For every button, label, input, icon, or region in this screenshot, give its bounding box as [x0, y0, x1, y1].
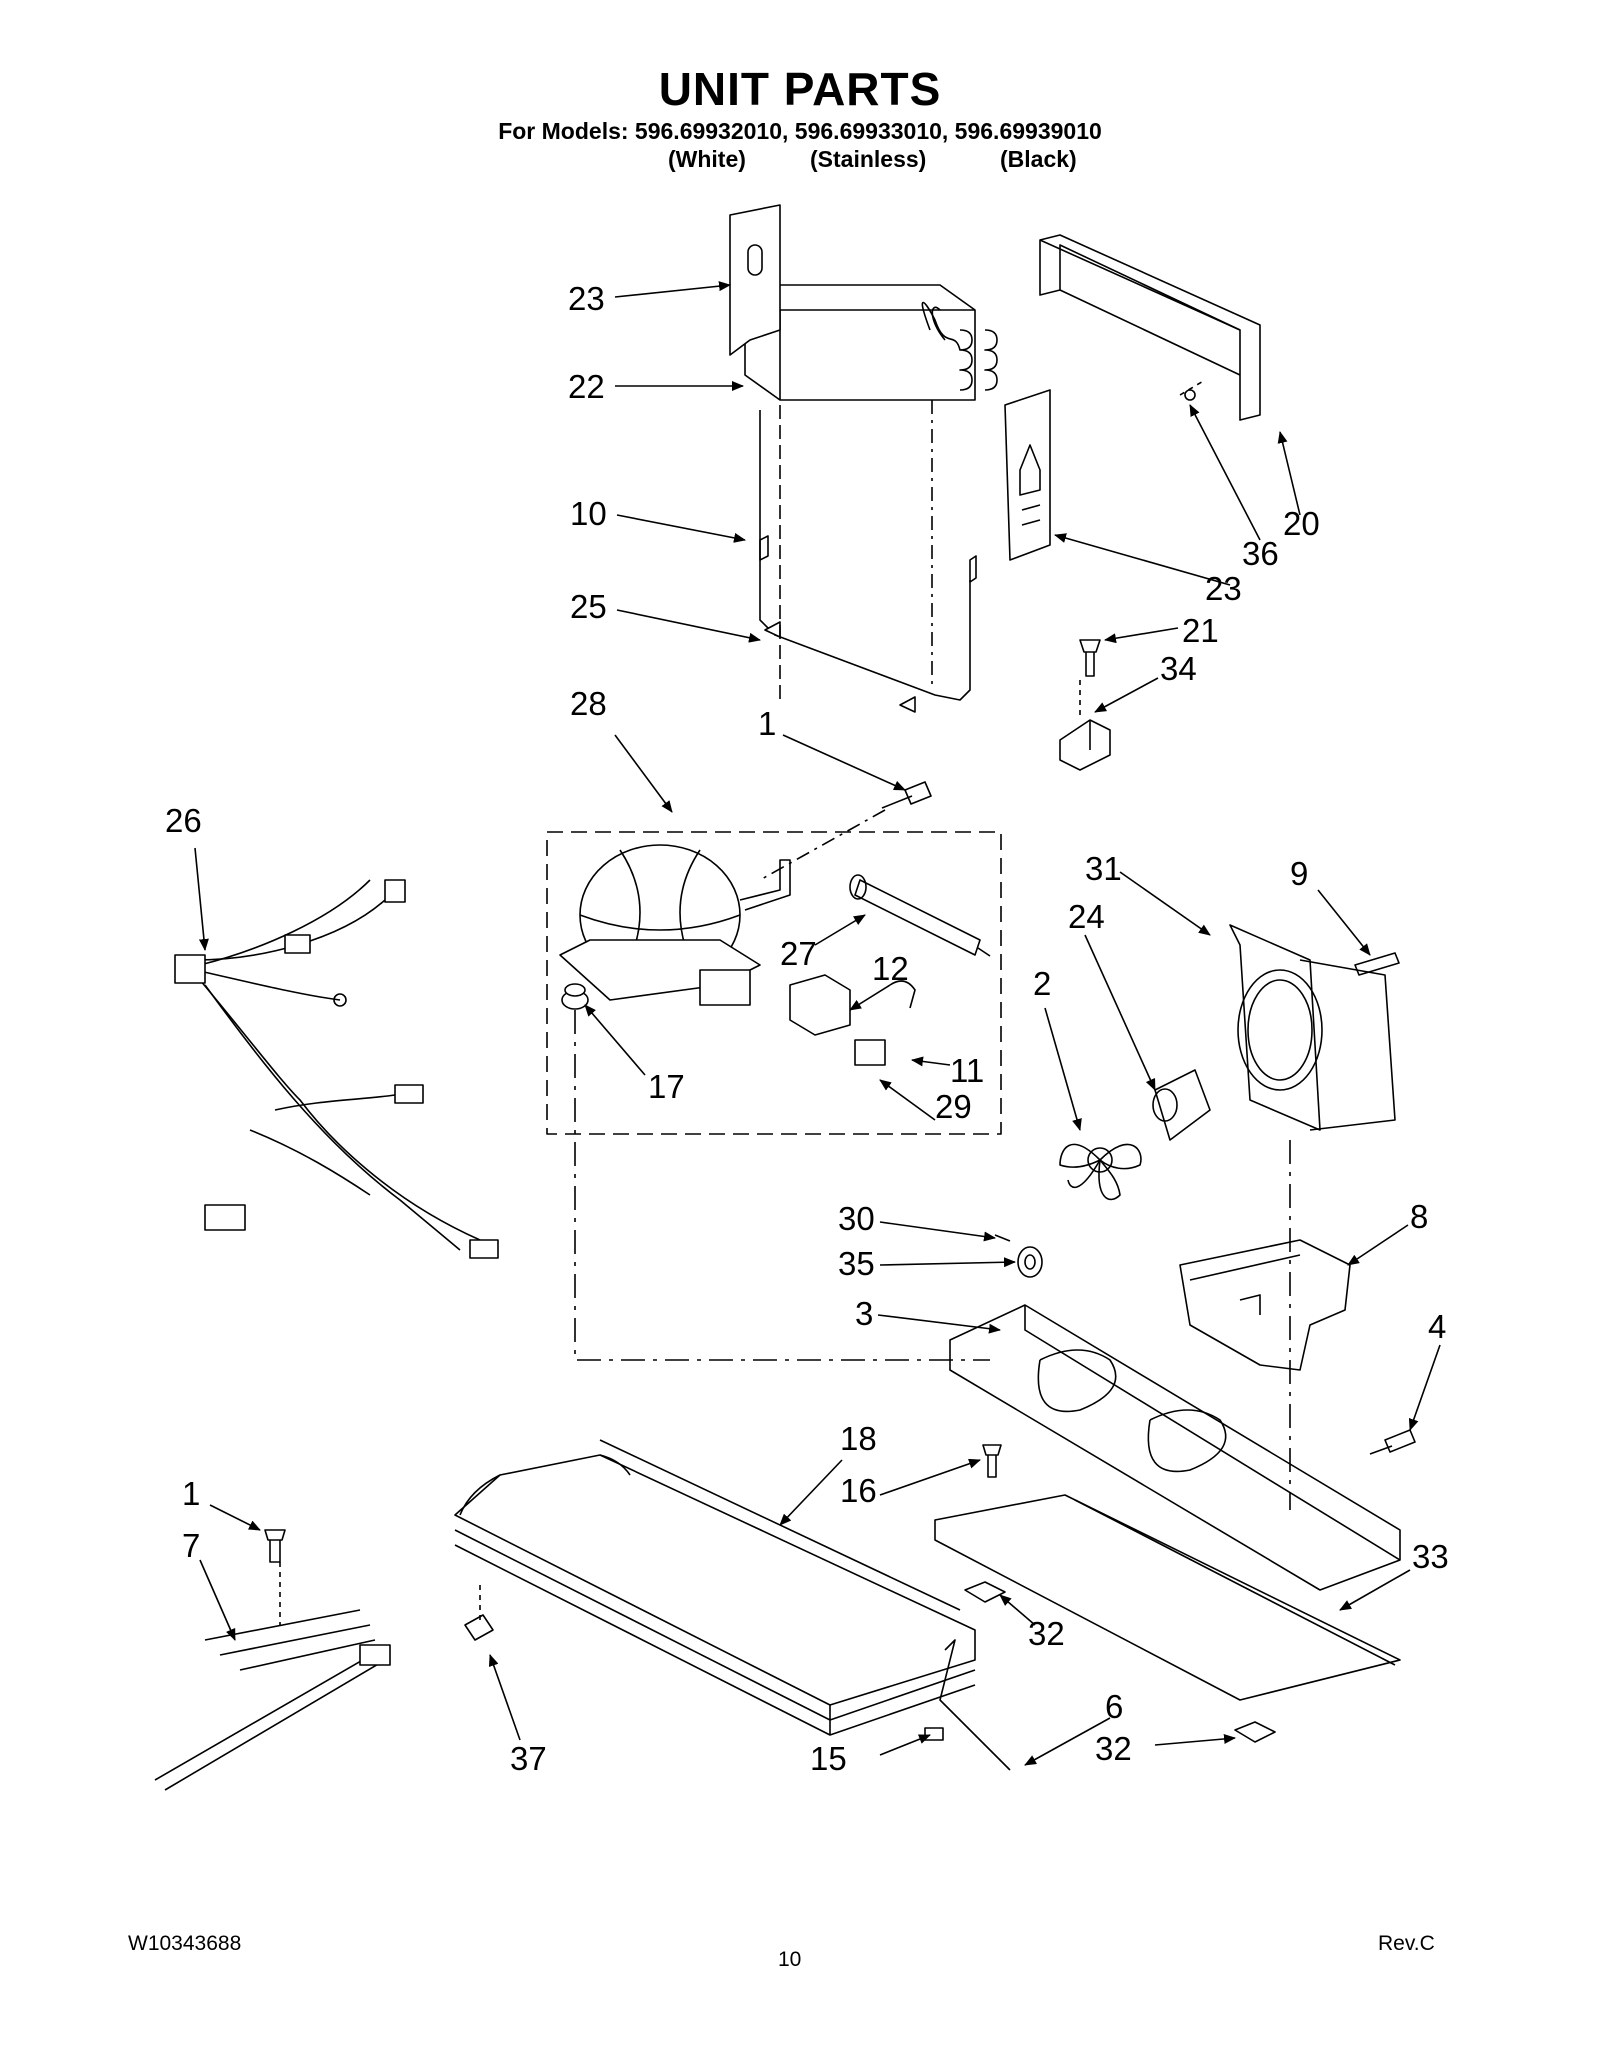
callout-10: 10 [570, 495, 607, 532]
page-title: UNIT PARTS [658, 63, 942, 115]
callout-1-lower: 1 [182, 1475, 200, 1512]
callout-33: 33 [1412, 1538, 1449, 1575]
part-number: W10343688 [128, 1932, 242, 1955]
panel-33 [934, 1494, 1401, 1701]
callout-15: 15 [810, 1740, 847, 1777]
callout-12: 12 [872, 950, 909, 987]
callout-8: 8 [1410, 1198, 1428, 1235]
callout-16: 16 [840, 1472, 877, 1509]
callout-labels: 23 22 10 25 20 36 23 21 34 28 1 26 27 12… [165, 280, 1449, 1777]
callout-31: 31 [1085, 850, 1122, 887]
callout-18: 18 [840, 1420, 877, 1457]
models-line: For Models: 596.69932010, 596.69933010, … [498, 118, 1102, 144]
screw-16 [982, 1444, 1002, 1478]
clip-32-a [964, 1581, 1006, 1603]
screw-1-lower [264, 1529, 286, 1563]
callout-23-upper: 23 [568, 280, 605, 317]
condenser-coil-22 [744, 284, 998, 401]
filter-drier-27 [849, 874, 991, 957]
finish-black: (Black) [1000, 146, 1077, 172]
callout-24: 24 [1068, 898, 1105, 935]
callout-1-upper: 1 [758, 705, 776, 742]
fan-motor-24 [1152, 1069, 1211, 1141]
callout-23-lower: 23 [1205, 570, 1242, 607]
finish-white: (White) [668, 146, 746, 172]
callout-36: 36 [1242, 535, 1279, 572]
condenser-shroud-20 [1039, 234, 1261, 421]
grommet-15 [924, 1727, 944, 1741]
callout-25: 25 [570, 588, 607, 625]
overload-11 [889, 980, 916, 1009]
callout-4: 4 [1428, 1308, 1446, 1345]
callout-2: 2 [1033, 965, 1051, 1002]
clip-32-b [1234, 1721, 1276, 1743]
screw-1-upper [881, 781, 932, 809]
screw-21 [1079, 639, 1101, 677]
relay-12 [789, 974, 851, 1036]
base-plate-3 [949, 1304, 1401, 1591]
callout-7: 7 [182, 1527, 200, 1564]
finish-stainless: (Stainless) [810, 146, 927, 172]
callout-27: 27 [780, 935, 817, 972]
screw-9 [1354, 952, 1400, 976]
evaporator-18 [454, 1439, 976, 1736]
callout-26: 26 [165, 802, 202, 839]
cover-8 [1179, 1239, 1351, 1371]
callout-21: 21 [1182, 612, 1219, 649]
heater-6 [939, 1639, 1011, 1771]
revision: Rev.C [1378, 1932, 1435, 1955]
callout-34: 34 [1160, 650, 1197, 687]
callout-35: 35 [838, 1245, 875, 1282]
callout-32-upper: 32 [1028, 1615, 1065, 1652]
callout-37: 37 [510, 1740, 547, 1777]
page-number: 10 [778, 1948, 802, 1971]
callout-11: 11 [950, 1052, 984, 1089]
cover-29 [854, 1039, 886, 1066]
bracket-23-right [1004, 389, 1051, 561]
compressor [559, 844, 791, 1006]
callout-29: 29 [935, 1088, 972, 1125]
heater-wire-10-25 [759, 410, 977, 713]
harness-7 [154, 1609, 391, 1791]
callout-28: 28 [570, 685, 607, 722]
callout-22: 22 [568, 368, 605, 405]
grommet-35 [1017, 1246, 1043, 1278]
wire-harness-26 [174, 879, 499, 1259]
fan-blade-2 [1059, 1143, 1142, 1201]
clip-37 [464, 1614, 494, 1641]
fan-bracket-31 [1229, 924, 1396, 1131]
tube-30 [994, 1234, 1011, 1242]
compressor-group-box-28 [546, 831, 1002, 1135]
callout-9: 9 [1290, 855, 1308, 892]
callout-6: 6 [1105, 1688, 1123, 1725]
callout-3: 3 [855, 1295, 873, 1332]
bracket-23-left [729, 204, 781, 356]
callout-32-lower: 32 [1095, 1730, 1132, 1767]
callout-30: 30 [838, 1200, 875, 1237]
callout-17: 17 [648, 1068, 685, 1105]
callout-20: 20 [1283, 505, 1320, 542]
grommet-17 [561, 983, 589, 1010]
screw-4 [1369, 1429, 1416, 1455]
bracket-34 [1059, 719, 1111, 771]
